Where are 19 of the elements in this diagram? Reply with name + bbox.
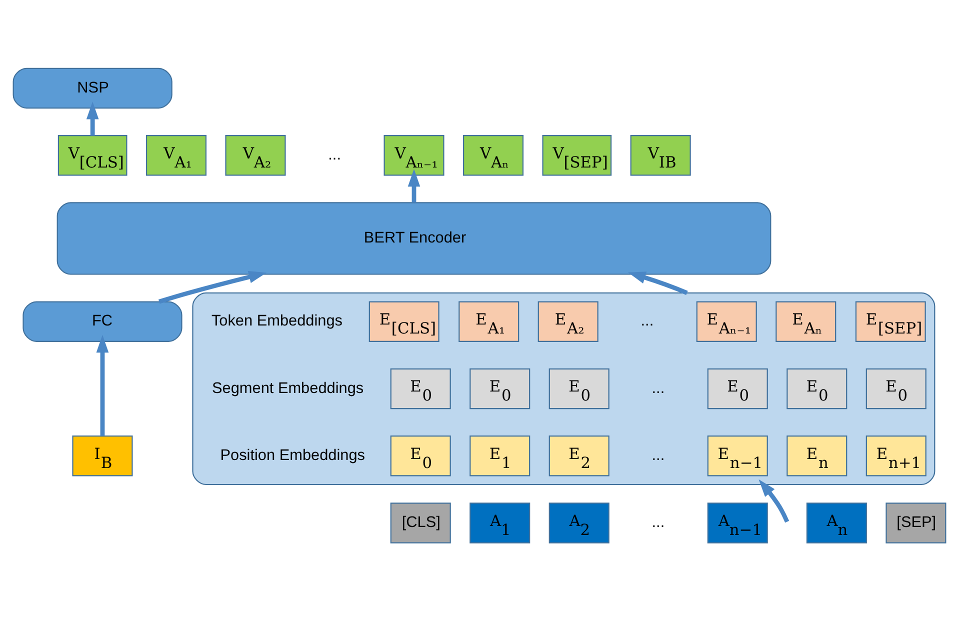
node-box: [SEP]: [886, 502, 946, 543]
label: Token Embeddings: [211, 312, 343, 330]
arrow: [758, 478, 790, 522]
label: ...: [640, 312, 654, 330]
node-box: NSP: [12, 67, 172, 108]
arrow: [96, 334, 109, 436]
label: Position Embeddings: [220, 446, 366, 464]
label: ...: [328, 146, 341, 163]
cluster: [192, 292, 936, 485]
label: ...: [652, 379, 665, 396]
node-box: BERT Encoder: [56, 202, 772, 274]
node-box: FC: [22, 300, 182, 342]
arrow: [158, 270, 267, 304]
node-box: [CLS]: [390, 502, 451, 543]
label: ...: [652, 514, 665, 531]
arrow: [408, 168, 420, 202]
label: ...: [652, 446, 665, 464]
label: Segment Embeddings: [212, 379, 364, 396]
arrow: [86, 101, 99, 135]
